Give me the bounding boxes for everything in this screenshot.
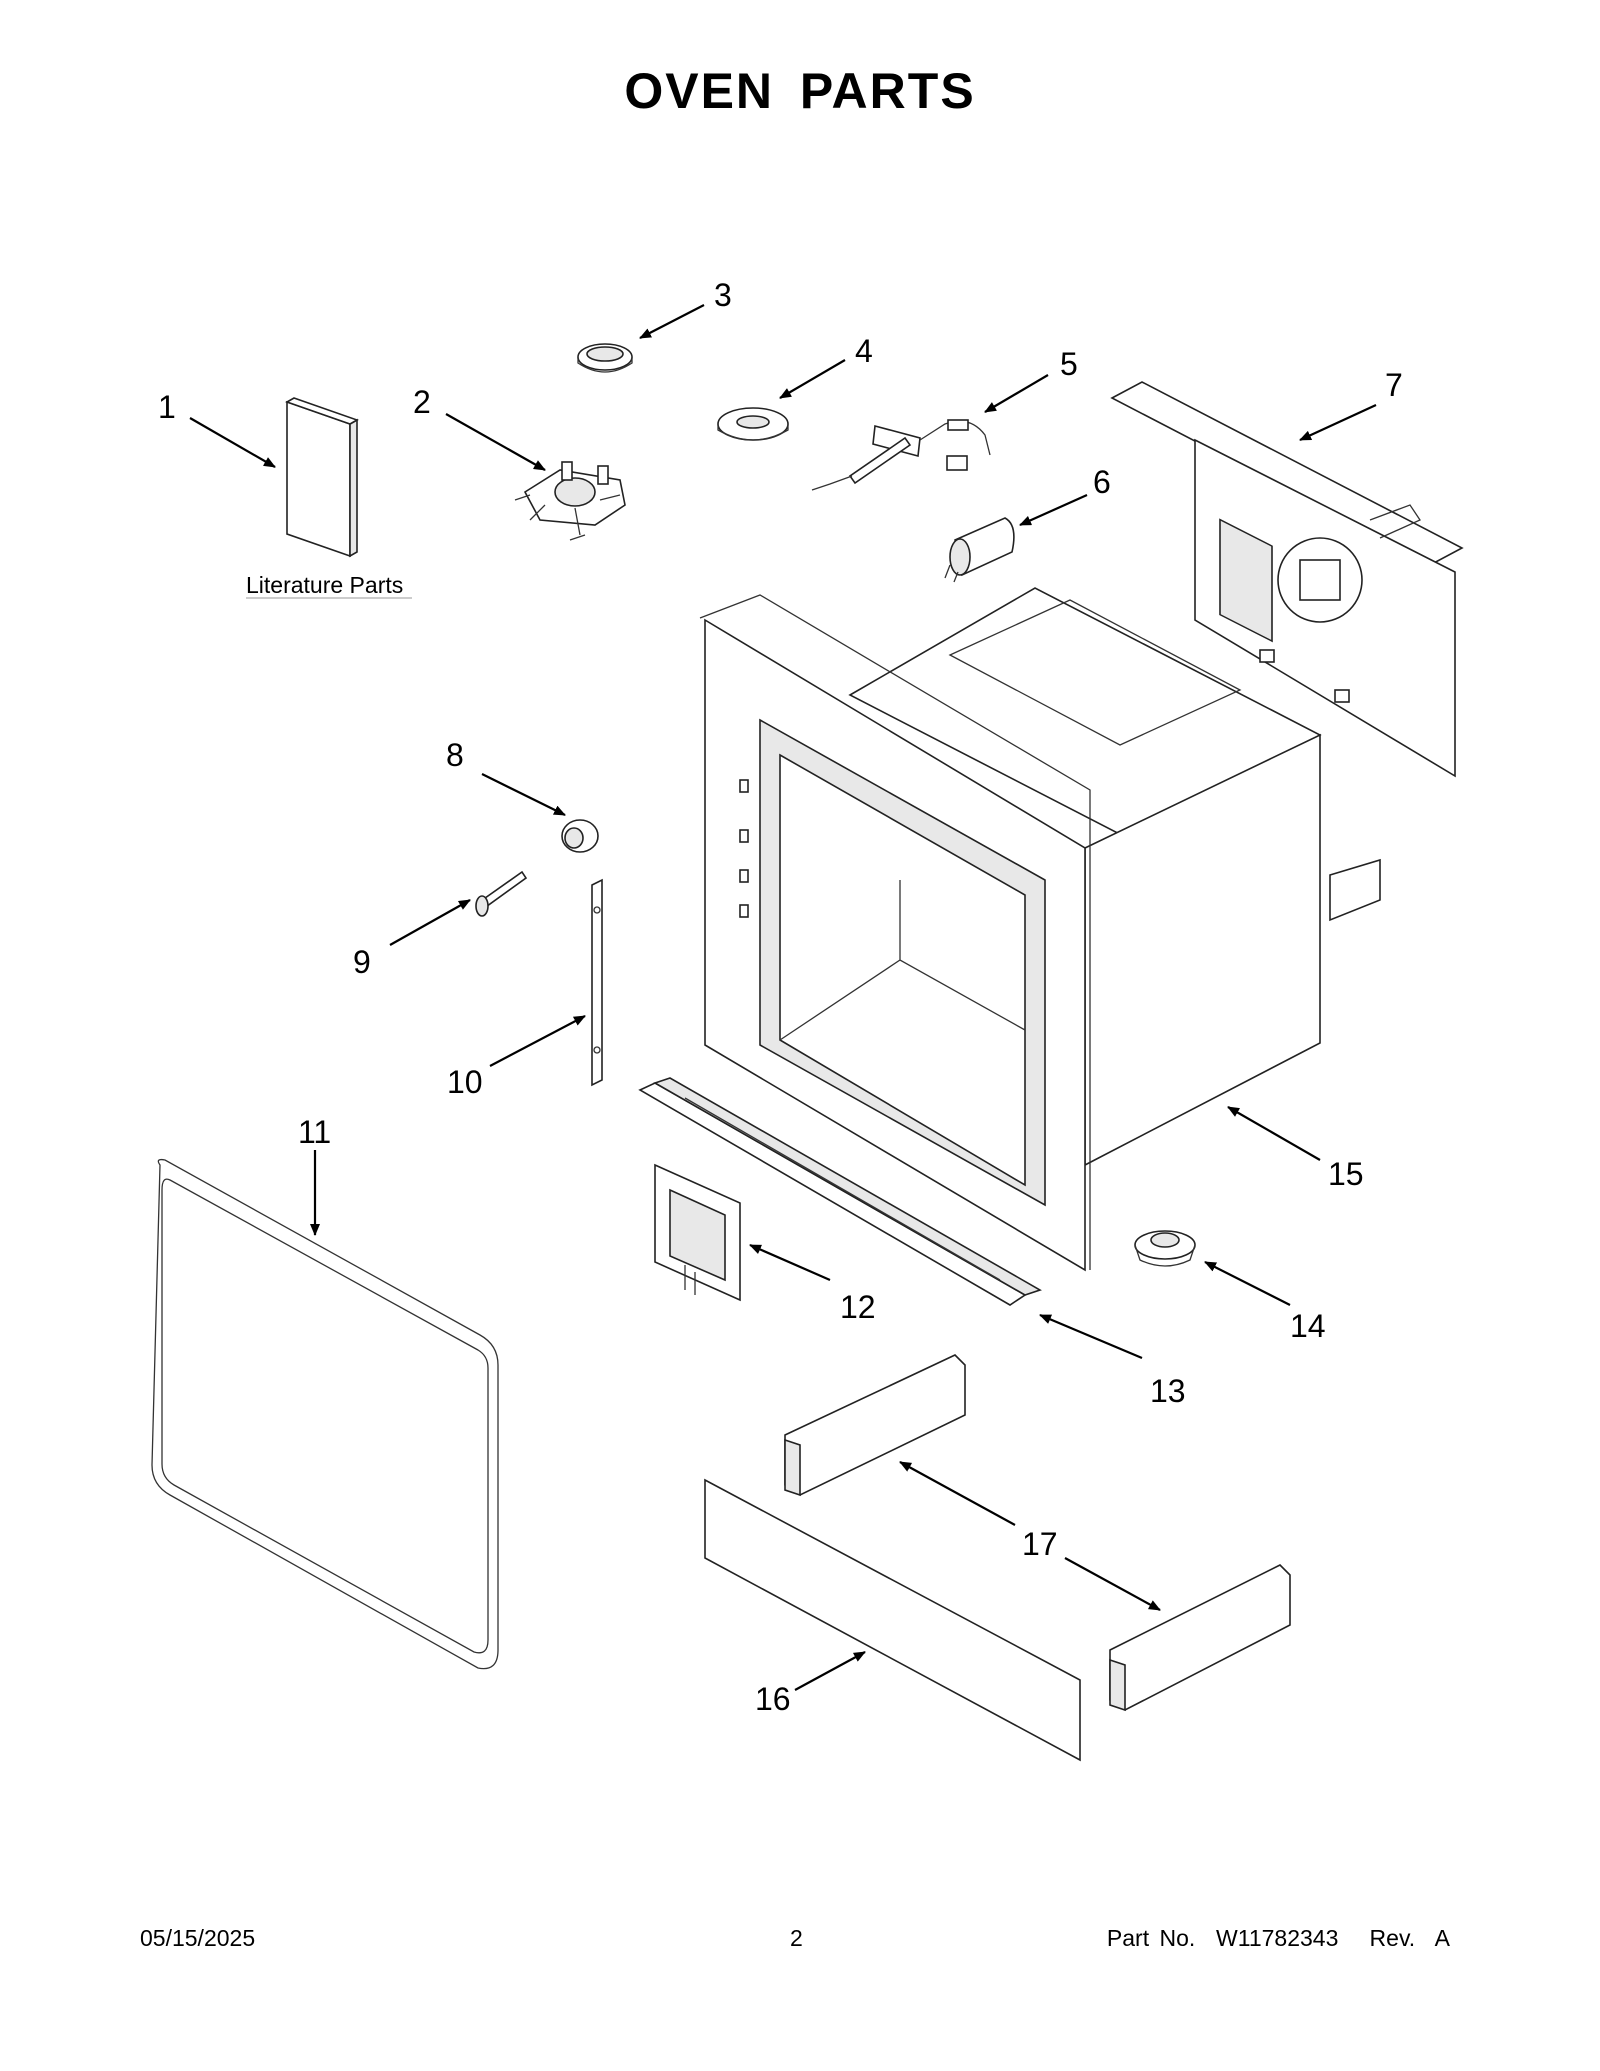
callout-4: 4 bbox=[855, 333, 873, 369]
literature-parts-label: Literature Parts bbox=[246, 572, 403, 598]
arrow-12 bbox=[750, 1245, 830, 1280]
part-6-capacitor bbox=[945, 518, 1014, 582]
part-14-fan-hub bbox=[1135, 1231, 1195, 1266]
arrow-17a bbox=[900, 1462, 1015, 1525]
arrow-2 bbox=[446, 414, 545, 470]
part-11-door-gasket bbox=[152, 1160, 498, 1669]
arrow-4 bbox=[780, 360, 845, 398]
arrow-14 bbox=[1205, 1262, 1290, 1305]
part-1-literature-manual bbox=[287, 398, 357, 556]
arrow-8 bbox=[482, 774, 565, 815]
part-12-housing bbox=[655, 1165, 740, 1300]
part-4-ring bbox=[718, 408, 788, 440]
arrow-13 bbox=[1040, 1315, 1142, 1358]
arrow-17b bbox=[1065, 1558, 1160, 1610]
callout-1: 1 bbox=[158, 389, 176, 425]
part-10-bracket bbox=[592, 880, 602, 1085]
arrow-1 bbox=[190, 418, 275, 467]
callout-5: 5 bbox=[1060, 346, 1078, 382]
arrow-5 bbox=[985, 375, 1048, 412]
callout-8: 8 bbox=[446, 737, 464, 773]
callout-16: 16 bbox=[755, 1681, 791, 1717]
callout-14: 14 bbox=[1290, 1308, 1326, 1344]
callout-13: 13 bbox=[1150, 1373, 1186, 1409]
part-3-cap bbox=[578, 344, 632, 372]
arrow-15 bbox=[1228, 1107, 1320, 1160]
callout-10: 10 bbox=[447, 1064, 483, 1100]
arrow-16 bbox=[795, 1652, 865, 1690]
arrow-6 bbox=[1020, 495, 1087, 525]
callout-12: 12 bbox=[840, 1289, 876, 1325]
part-16-kick-plate bbox=[705, 1480, 1080, 1760]
callout-9: 9 bbox=[353, 944, 371, 980]
callout-17: 17 bbox=[1022, 1526, 1058, 1562]
callout-3: 3 bbox=[714, 277, 732, 313]
callout-2: 2 bbox=[413, 384, 431, 420]
arrow-7 bbox=[1300, 405, 1376, 440]
footer-part-number: Part No. W11782343 Rev. A bbox=[1107, 1925, 1450, 1952]
callout-7: 7 bbox=[1385, 367, 1403, 403]
arrow-10 bbox=[490, 1016, 585, 1066]
arrow-3 bbox=[640, 305, 704, 338]
footer-date: 05/15/2025 bbox=[140, 1925, 255, 1952]
footer-page-number: 2 bbox=[790, 1925, 803, 1952]
part-8-knob bbox=[562, 820, 598, 852]
callout-11: 11 bbox=[298, 1114, 331, 1150]
part-5-temperature-sensor bbox=[812, 420, 990, 490]
part-9-screw bbox=[476, 872, 526, 916]
arrow-9 bbox=[390, 900, 470, 945]
callout-15: 15 bbox=[1328, 1156, 1364, 1192]
callout-6: 6 bbox=[1093, 464, 1111, 500]
part-2-motor bbox=[515, 462, 625, 540]
